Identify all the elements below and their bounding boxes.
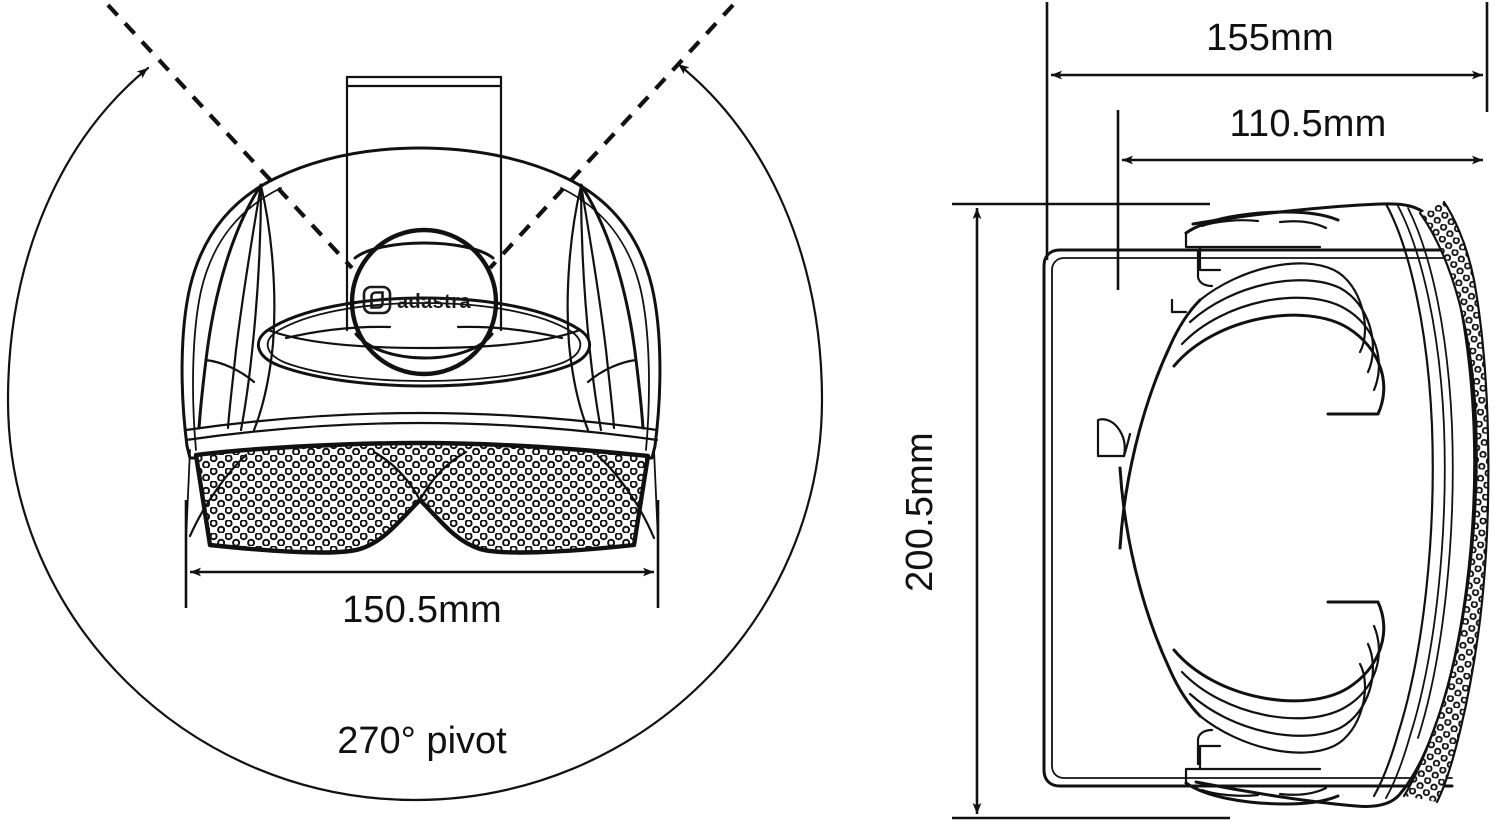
speaker-side-outline: [1191, 202, 1477, 808]
width-dimension: 150.5mm: [184, 500, 660, 631]
depth-body-label: 110.5mm: [1230, 103, 1387, 145]
pivot-annotation-label: 270° pivot: [337, 720, 507, 762]
speaker-face-curve-3: [1407, 207, 1454, 739]
side-grille-band: [1402, 200, 1490, 804]
waveguide-fins-top: [1096, 262, 1386, 550]
pivot-ray-left: [106, 3, 354, 270]
waveguide-fins-bottom: [1118, 466, 1386, 754]
width-dimension-label: 150.5mm: [342, 589, 502, 631]
waveguide-arc-upper: [353, 241, 495, 260]
speaker-face-curve-1: [1372, 202, 1434, 798]
wall-bracket-plate: [1042, 248, 1454, 788]
right-wing-detail: [566, 183, 645, 432]
depth-body-dimension: 110.5mm: [1116, 103, 1483, 290]
adastra-logo-icon: [362, 285, 392, 315]
speaker-face-curve-2: [1385, 205, 1446, 799]
mount-knuckle-bottom: [1184, 728, 1340, 806]
center-oval-plate: [256, 296, 592, 388]
depth-overall-dimension: 155mm: [1045, 2, 1489, 260]
left-wing-detail: [197, 183, 276, 432]
front-view-group: adastra 150.5mm: [6, 3, 824, 802]
pivot-arc: [6, 62, 824, 802]
depth-overall-label: 155mm: [1206, 17, 1334, 59]
waveguide-arc-lower: [354, 332, 494, 360]
height-dimension-label: 200.5mm: [899, 432, 941, 592]
height-dimension: 200.5mm: [899, 202, 1230, 820]
side-view-group: 155mm 110.5mm 200.5mm: [899, 2, 1490, 820]
front-grille: [184, 411, 659, 555]
adastra-logo: adastra: [362, 285, 471, 315]
speaker-body-outline: [180, 146, 662, 460]
pivot-ray-right: [488, 3, 735, 270]
adastra-wordmark: adastra: [397, 291, 471, 313]
mount-bracket-front: [345, 75, 503, 332]
mount-knuckle-top: [1184, 210, 1340, 288]
